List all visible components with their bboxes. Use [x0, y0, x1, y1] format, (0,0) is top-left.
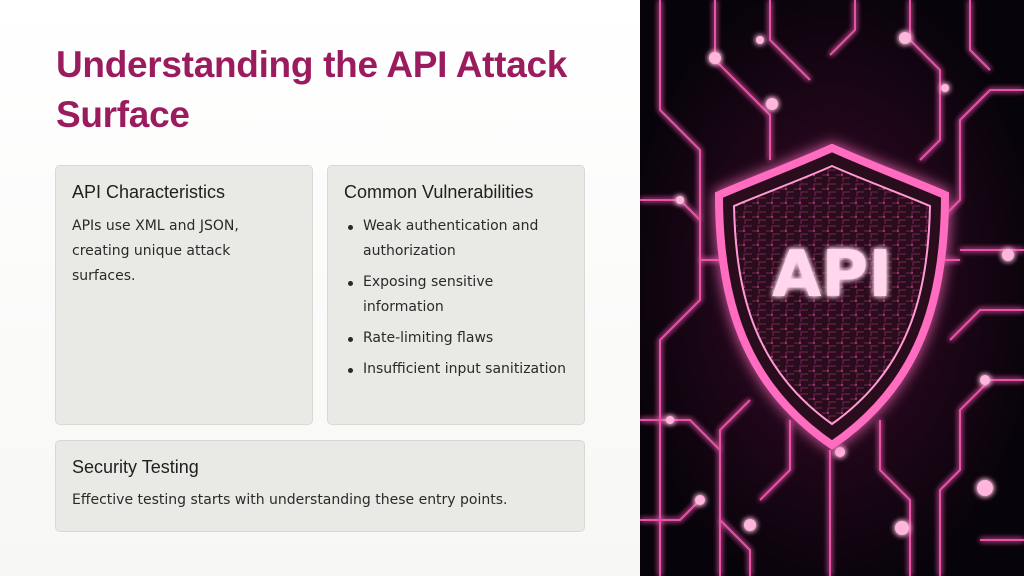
common-vulnerabilities-card: Common Vulnerabilities Weak authenticati… — [327, 165, 585, 425]
security-testing-card: Security Testing Effective testing start… — [55, 440, 585, 532]
hero-image: API — [640, 0, 1024, 576]
card-body: Effective testing starts with understand… — [72, 492, 508, 508]
card-heading: Common Vulnerabilities — [344, 182, 534, 202]
slide-title: Understanding the API Attack Surface — [56, 44, 568, 135]
card-heading: Security Testing — [72, 457, 199, 477]
shield-label: API — [772, 238, 892, 312]
list-item: Weak authentication and authorization — [344, 214, 568, 264]
content-panel: Understanding the API Attack Surface API… — [0, 0, 640, 576]
shield-circuit-icon: API — [640, 0, 1024, 576]
vulnerability-list: Weak authentication and authorization Ex… — [344, 214, 568, 382]
card-heading: API Characteristics — [72, 182, 226, 202]
list-item: Rate-limiting flaws — [344, 326, 568, 351]
list-item: Exposing sensitive information — [344, 270, 568, 320]
list-item: Insufficient input sanitization — [344, 357, 568, 382]
api-characteristics-card: API Characteristics APIs use XML and JSO… — [55, 165, 313, 425]
card-body: APIs use XML and JSON, creating unique a… — [72, 218, 239, 284]
